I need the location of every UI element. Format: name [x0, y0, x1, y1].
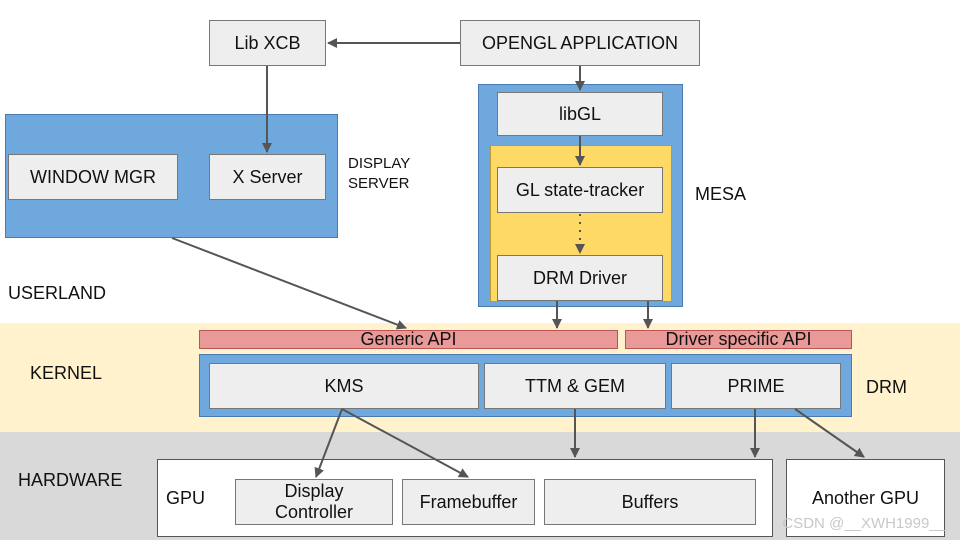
another-gpu-box: Another GPU	[786, 459, 945, 537]
prime-box: PRIME	[671, 363, 841, 409]
arrow-prime-to-another-gpu	[794, 408, 865, 458]
mesa-label: MESA	[695, 184, 747, 204]
framebuffer-box: Framebuffer	[402, 479, 535, 525]
display-server-label-line1: DISPLAY	[348, 155, 411, 172]
kms-box: KMS	[209, 363, 479, 409]
buffers-box: Buffers	[544, 479, 756, 525]
window-mgr-box: WINDOW MGR	[8, 154, 178, 200]
display-server-label: DISPLAY SERVER	[348, 154, 410, 194]
userland-label: USERLAND	[8, 283, 107, 303]
libgl-box: libGL	[497, 92, 663, 136]
arrow-display-server-to-generic-api	[171, 237, 407, 330]
opengl-application-box: OPENGL APPLICATION	[460, 20, 700, 66]
arrow-kms-to-framebuffer	[341, 408, 469, 478]
lib-xcb-box: Lib XCB	[209, 20, 326, 66]
driver-specific-api-bar: Driver specific API	[625, 329, 852, 349]
watermark: CSDN @__XWH1999__	[782, 515, 946, 532]
hardware-label: HARDWARE	[18, 470, 123, 490]
x-server-box: X Server	[209, 154, 326, 200]
arrow-kms-to-display-controller	[314, 408, 343, 478]
kernel-label: KERNEL	[30, 363, 103, 383]
gpu-label: GPU	[166, 488, 206, 508]
drm-driver-box: DRM Driver	[497, 255, 663, 301]
generic-api-bar: Generic API	[199, 329, 618, 349]
gl-state-tracker-box: GL state-tracker	[497, 167, 663, 213]
drm-label: DRM	[866, 377, 907, 397]
ttm-gem-box: TTM & GEM	[484, 363, 666, 409]
display-server-label-line2: SERVER	[348, 175, 410, 192]
